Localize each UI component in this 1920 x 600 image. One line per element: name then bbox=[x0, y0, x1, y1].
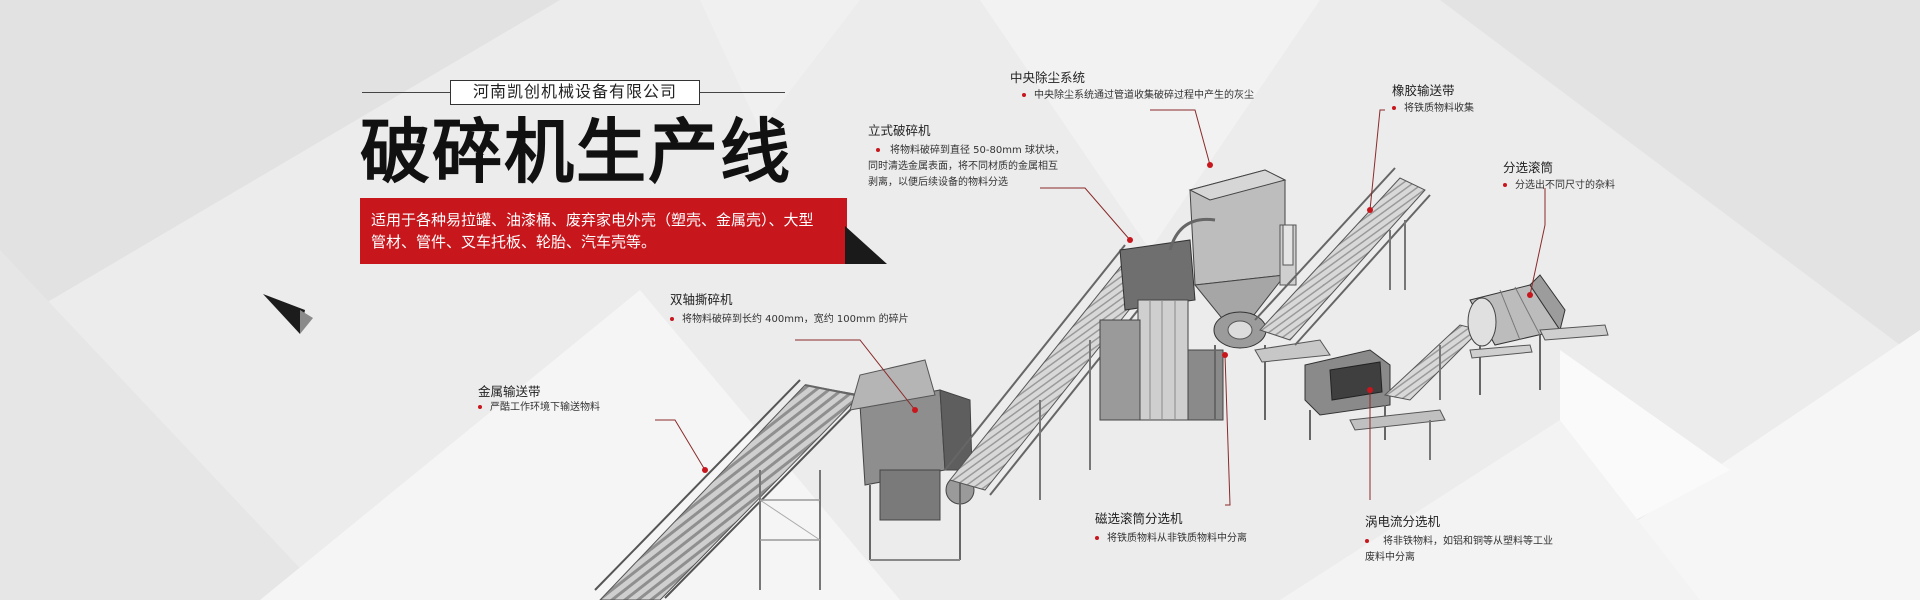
callout-desc: 将铁质物料收集 bbox=[1392, 101, 1474, 117]
callout-desc: 将物料破碎到长约 400mm，宽约 100mm 的碎片 bbox=[670, 312, 909, 328]
callout-title: 涡电流分选机 bbox=[1365, 514, 1441, 529]
bullet-dot-icon bbox=[478, 405, 482, 409]
bullet-dot-icon bbox=[1022, 93, 1026, 97]
sorting-conveyor-shape bbox=[1383, 324, 1481, 401]
bullet-dot-icon bbox=[1503, 183, 1507, 187]
callout-title: 分选滚筒 bbox=[1503, 160, 1554, 175]
callout-desc: 分选出不同尺寸的杂料 bbox=[1503, 178, 1615, 194]
company-name: 河南凯创机械设备有限公司 bbox=[450, 80, 700, 105]
callout-desc: 将铁质物料从非铁质物料中分离 bbox=[1095, 531, 1247, 547]
magnetic-drum-separator-shape bbox=[1213, 311, 1331, 420]
callout-eddy-current-separator: 涡电流分选机 将非铁物料，如铝和铜等从塑料等工业 废料中分离 bbox=[1365, 511, 1553, 566]
callout-title: 橡胶输送带 bbox=[1392, 83, 1455, 98]
callout-title: 磁选滚筒分选机 bbox=[1095, 511, 1183, 526]
callout-double-shaft-shredder: 双轴撕碎机 将物料破碎到长约 400mm，宽约 100mm 的碎片 bbox=[670, 289, 909, 328]
bullet-dot-icon bbox=[1365, 539, 1369, 543]
description-text: 适用于各种易拉罐、油漆桶、废弃家电外壳（塑壳、金属壳）、大型 管材、管件、叉车托… bbox=[371, 209, 841, 253]
callout-title: 金属输送带 bbox=[478, 384, 541, 399]
callout-title: 双轴撕碎机 bbox=[670, 292, 733, 307]
description-line-1: 适用于各种易拉罐、油漆桶、废弃家电外壳（塑壳、金属壳）、大型 bbox=[371, 211, 814, 229]
company-rule-left bbox=[362, 92, 450, 93]
callout-marker-dots bbox=[702, 162, 1533, 473]
callout-rubber-conveyor: 橡胶输送带 将铁质物料收集 bbox=[1392, 80, 1474, 117]
bullet-dot-icon bbox=[1392, 106, 1396, 110]
callout-vertical-crusher: 立式破碎机 将物料破碎到直径 50-80mm 球状块， 同时清选金属表面，将不同… bbox=[868, 120, 1065, 191]
double-shaft-shredder-shape bbox=[849, 359, 975, 561]
description-line-2: 管材、管件、叉车托板、轮胎、汽车壳等。 bbox=[371, 233, 657, 251]
callout-title: 中央除尘系统 bbox=[1010, 70, 1086, 85]
callout-desc: 中央除尘系统通过管道收集破碎过程中产生的灰尘 bbox=[1022, 88, 1254, 104]
vertical-crusher-shape bbox=[1099, 239, 1224, 421]
callout-desc: 严酷工作环境下输送物料 bbox=[478, 400, 600, 416]
page-title: 破碎机生产线 bbox=[360, 111, 792, 193]
callout-metal-conveyor: 金属输送带 严酷工作环境下输送物料 bbox=[478, 381, 600, 416]
callout-leader-lines bbox=[655, 109, 1546, 506]
callout-desc: 将物料破碎到直径 50-80mm 球状块， 同时清选金属表面，将不同材质的金属相… bbox=[868, 145, 1065, 188]
sorting-drum-shape bbox=[1467, 274, 1609, 395]
callout-sorting-drum: 分选滚筒 分选出不同尺寸的杂料 bbox=[1503, 157, 1615, 194]
central-dust-system-shape bbox=[1168, 169, 1297, 323]
bullet-dot-icon bbox=[670, 317, 674, 321]
description-banner-tail bbox=[845, 226, 887, 264]
description-banner bbox=[360, 198, 847, 264]
bullet-dot-icon bbox=[876, 148, 880, 152]
callout-desc: 将非铁物料，如铝和铜等从塑料等工业 废料中分离 bbox=[1365, 536, 1553, 563]
callout-magnetic-drum-separator: 磁选滚筒分选机 将铁质物料从非铁质物料中分离 bbox=[1095, 508, 1247, 547]
callout-title: 立式破碎机 bbox=[868, 123, 931, 138]
callout-central-dust-system: 中央除尘系统 中央除尘系统通过管道收集破碎过程中产生的灰尘 bbox=[1010, 67, 1254, 104]
company-rule-right bbox=[700, 92, 785, 93]
bullet-dot-icon bbox=[1095, 536, 1099, 540]
metal-conveyor-shape bbox=[594, 379, 881, 600]
